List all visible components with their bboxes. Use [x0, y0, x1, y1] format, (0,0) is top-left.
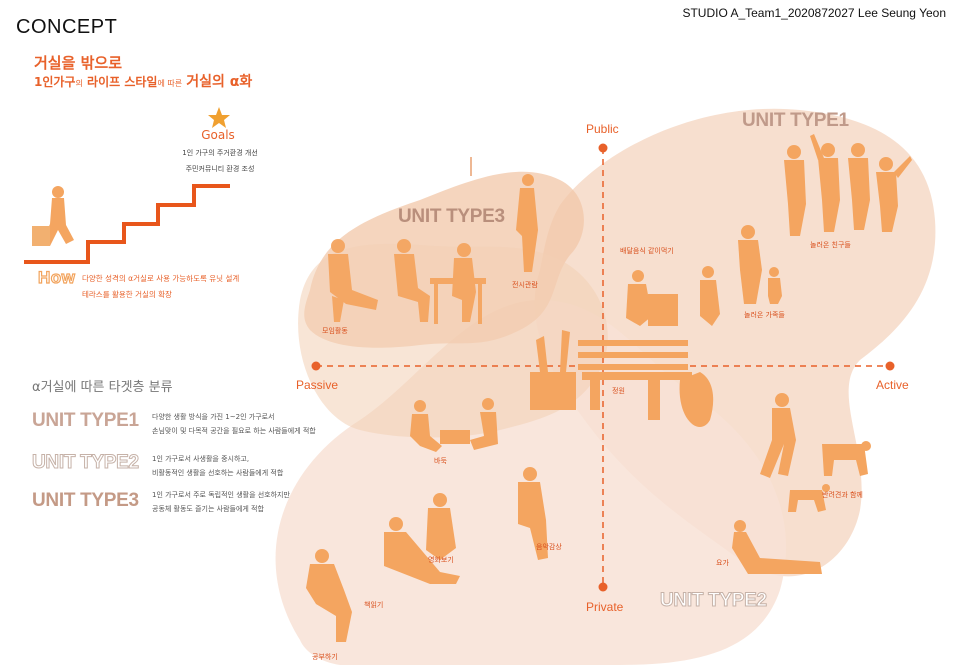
star-icon: [208, 107, 230, 128]
type1-desc-line1: 다양한 생활 방식을 가진 1~2인 가구로서: [152, 413, 275, 421]
goal-staircase: [24, 184, 230, 264]
goals-line-2: 주민커뮤니티 환경 조성: [185, 165, 255, 173]
how-label: How: [37, 267, 76, 287]
headline-part4: 에 따른: [157, 79, 183, 88]
headline-part1: 1인가구: [34, 75, 76, 89]
activity-movie: 영화보기: [428, 556, 454, 564]
headline-part2: 의: [75, 79, 83, 88]
segment-title: α거실에 따른 타겟층 분류: [32, 380, 173, 395]
pet-figures: [760, 393, 871, 512]
yoga-figure: [732, 520, 822, 574]
activity-exhibition: 전시관람: [512, 281, 538, 289]
diagram-unit-type1: UNIT TYPE1: [742, 110, 849, 131]
type3-desc-line1: 1인 가구로서 주로 독립적인 생활을 선호하지만: [152, 491, 290, 499]
headline-part3: 라이프 스타일: [87, 75, 158, 89]
type1-desc-line2: 손님맞이 및 다목적 공간을 필요로 하는 사람들에게 적합: [152, 427, 316, 435]
family-figures: [738, 225, 782, 304]
music-figure: [518, 467, 548, 560]
delivery-figures: [626, 266, 720, 326]
type1-desc: 다양한 생활 방식을 가진 1~2인 가구로서 손님맞이 및 다목적 공간을 필…: [152, 410, 316, 438]
activity-study: 공부하기: [312, 653, 338, 661]
goals-line-1: 1인 가구의 주거환경 개선: [182, 149, 258, 157]
activity-music: 음악감상: [536, 543, 562, 551]
garden-figures: [530, 330, 714, 427]
type2-desc-line1: 1인 가구로서 사생활을 중시하고,: [152, 455, 250, 463]
axis-label-passive: Passive: [296, 378, 339, 392]
activity-garden: 정원: [612, 387, 625, 395]
headline-part5: 거실의 α화: [186, 74, 253, 90]
axis-dot-left: [311, 361, 321, 371]
type3-name: UNIT TYPE3: [32, 490, 139, 511]
activity-family: 놀러온 가족들: [744, 311, 785, 319]
axis-label-private: Private: [586, 600, 624, 614]
meeting-figures: [328, 239, 486, 324]
axis-label-public: Public: [586, 122, 619, 136]
goals-label: Goals: [201, 128, 235, 142]
type1-name: UNIT TYPE1: [32, 410, 139, 431]
studio-credit: STUDIO A_Team1_2020872027 Lee Seung Yeon: [682, 6, 946, 20]
type2-desc: 1인 가구로서 사생활을 중시하고, 비활동적인 생활을 선호하는 사람들에게 …: [152, 452, 283, 480]
movie-figures: [384, 493, 460, 584]
exhibition-figure: [516, 174, 538, 272]
reading-figure: [306, 549, 352, 642]
how-line-2: 테라스를 활용한 거실의 확장: [82, 290, 172, 299]
type2-name: UNIT TYPE2: [32, 452, 140, 474]
type3-desc-line2: 공동체 활동도 즐기는 사람들에게 적합: [152, 505, 264, 513]
climbing-person-icon: [32, 186, 74, 246]
axis-dot-bottom: [598, 582, 608, 592]
page-title: CONCEPT: [16, 16, 118, 38]
axis-dot-right: [885, 361, 895, 371]
diagram-unit-type3: UNIT TYPE3: [398, 206, 505, 227]
baduk-figures: [410, 398, 498, 452]
friends-figures: [784, 134, 912, 236]
diagram-unit-type2: UNIT TYPE2: [660, 590, 768, 612]
activity-reading: 책읽기: [364, 601, 384, 609]
activity-friends: 놀러온 친구들: [810, 241, 851, 249]
activity-meeting: 모임활동: [322, 327, 348, 335]
type2-desc-line2: 비활동적인 생활을 선호하는 사람들에게 적합: [152, 469, 284, 477]
activity-pet: 반려견과 함께: [822, 491, 863, 499]
axis-dot-top: [598, 143, 608, 153]
how-line-1: 다양한 성격의 α거실로 사용 가능하도록 유닛 설계: [82, 274, 240, 283]
type3-desc: 1인 가구로서 주로 독립적인 생활을 선호하지만 공동체 활동도 즐기는 사람…: [152, 488, 290, 516]
activity-delivery: 배달음식 같이먹기: [620, 247, 674, 255]
axis-label-active: Active: [876, 378, 909, 392]
headline-line1: 거실을 밖으로: [34, 54, 123, 72]
headline-line2: 1인가구의 라이프 스타일에 따른 거실의 α화: [34, 71, 252, 91]
activity-yoga: 요가: [716, 559, 729, 567]
activity-baduk: 바둑: [434, 457, 447, 465]
